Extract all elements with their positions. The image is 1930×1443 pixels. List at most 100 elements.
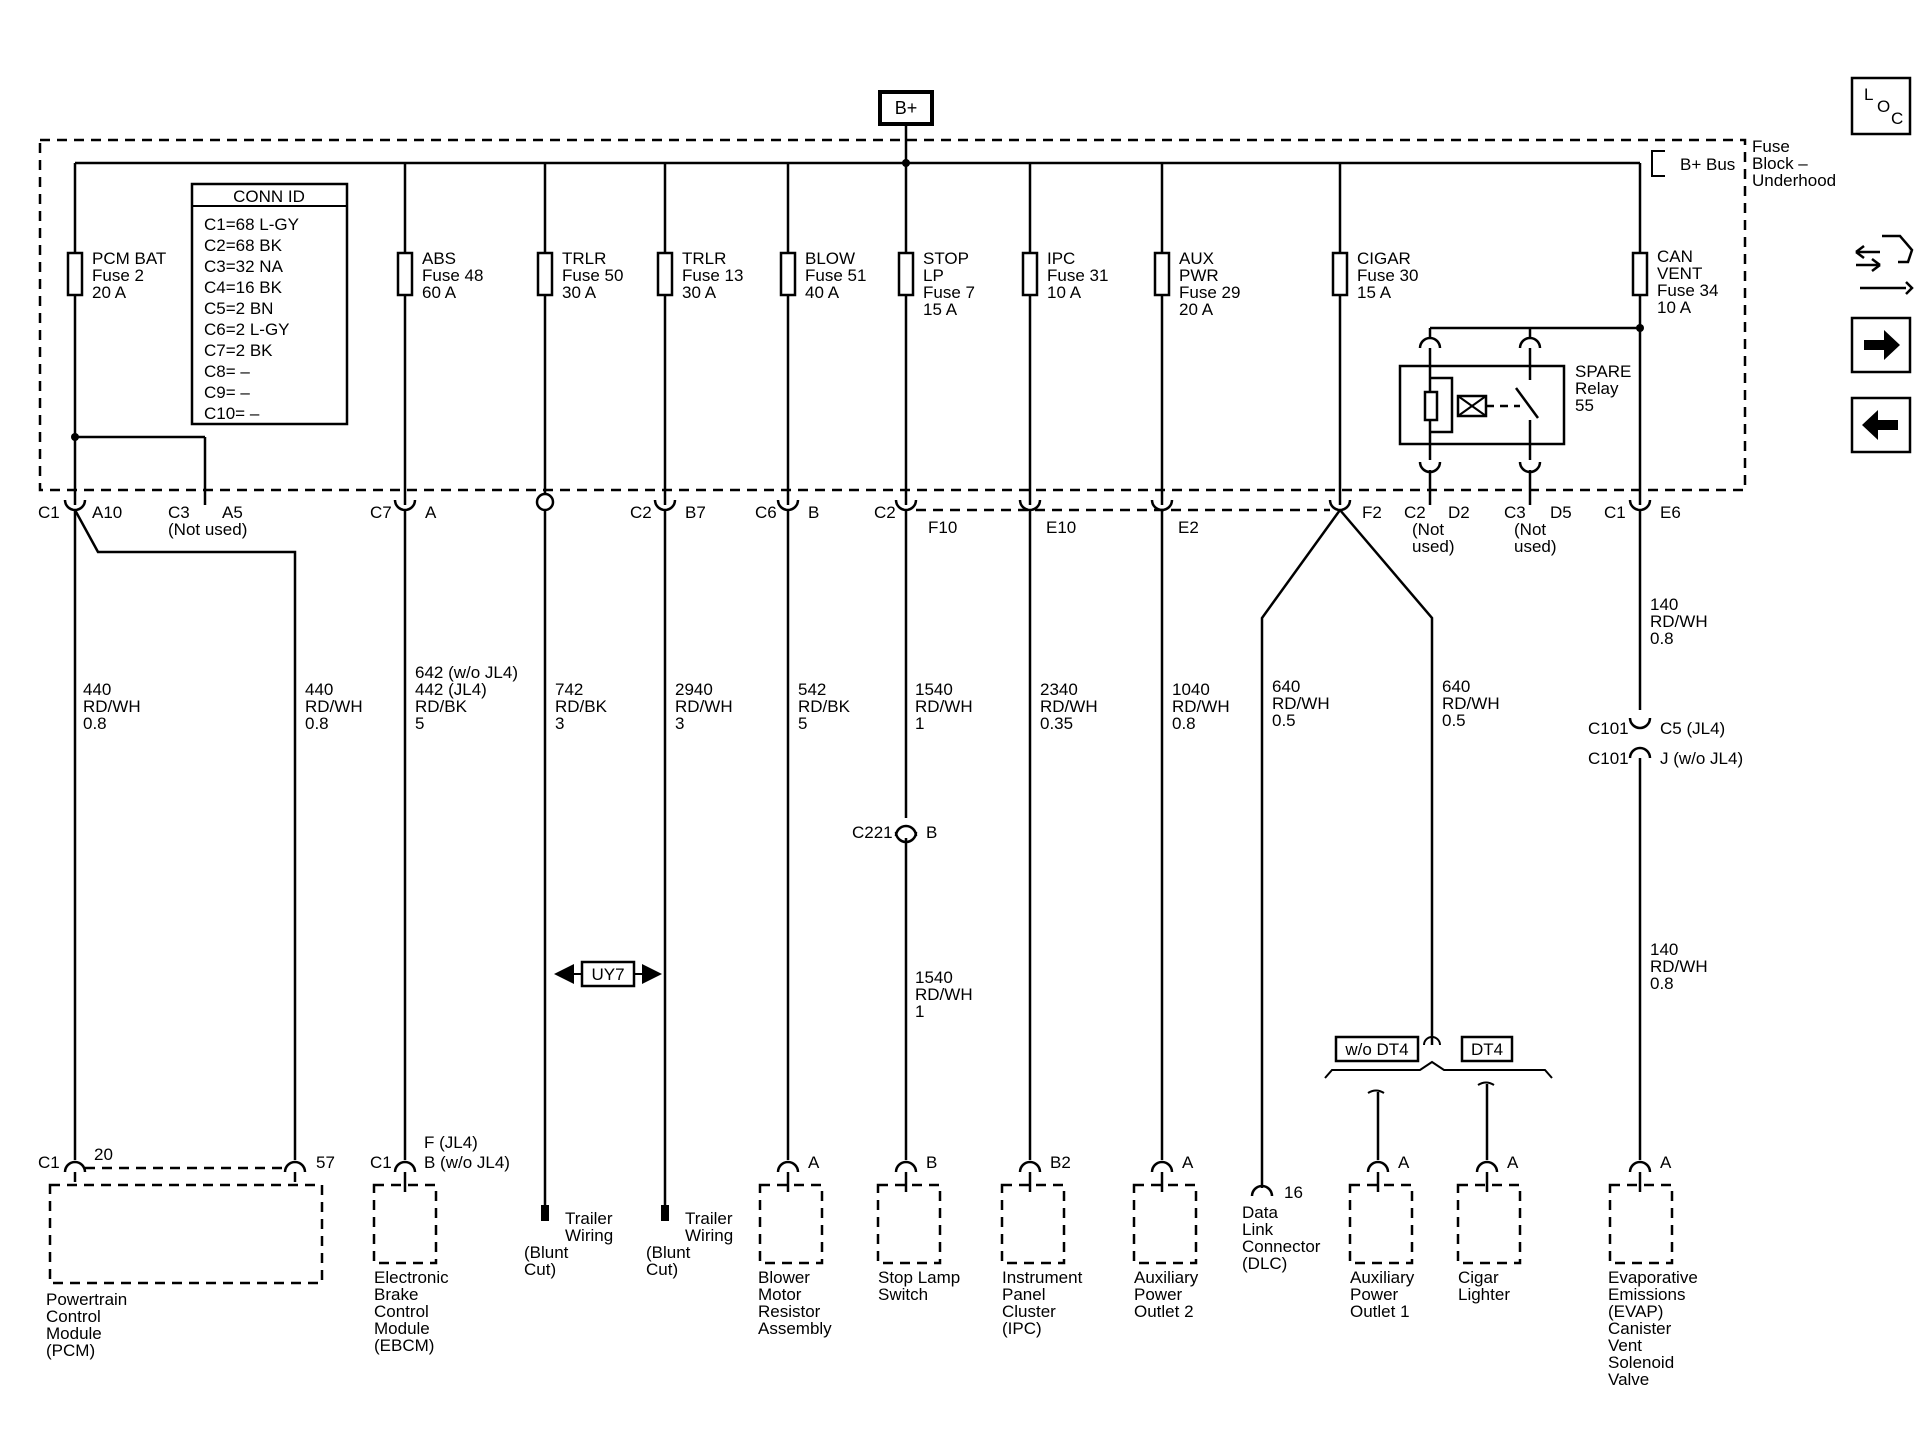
svg-text:F10: F10 — [928, 518, 957, 537]
svg-text:E10: E10 — [1046, 518, 1076, 537]
bplus-source: B+ — [878, 90, 934, 126]
connector-labels: C1 A10 C3 A5 (Not used) C7 A C2 B7 C6 B … — [38, 503, 1681, 556]
ebcm-module — [372, 1183, 438, 1265]
svg-text:A: A — [1182, 1153, 1194, 1172]
svg-text:C1: C1 — [370, 1153, 392, 1172]
svg-text:C1: C1 — [38, 503, 60, 522]
svg-text:E6: E6 — [1660, 503, 1681, 522]
svg-text:w/o DT4: w/o DT4 — [1344, 1040, 1408, 1059]
svg-text:16: 16 — [1284, 1183, 1303, 1202]
bus-bracket — [1651, 150, 1665, 177]
evap-valve — [1608, 1183, 1674, 1265]
dt4-options: w/o DT4 DT4 — [1324, 1035, 1553, 1160]
svg-text:B: B — [926, 1153, 937, 1172]
conn-id-table: CONN ID C1=68 L-GY C2=68 BK C3=32 NA C4=… — [190, 182, 349, 426]
previous-page-button[interactable] — [1850, 396, 1912, 454]
fuse-circuits — [66, 163, 1649, 505]
svg-text:C1: C1 — [38, 1153, 60, 1172]
svg-text:A: A — [1398, 1153, 1410, 1172]
svg-text:A: A — [425, 503, 437, 522]
svg-text:C6: C6 — [755, 503, 777, 522]
svg-text:DT4: DT4 — [1471, 1040, 1503, 1059]
aux-outlet-1 — [1348, 1183, 1414, 1265]
svg-text:L: L — [1864, 85, 1873, 104]
svg-text:C1: C1 — [1604, 503, 1626, 522]
svg-text:A: A — [808, 1153, 820, 1172]
arrow-left-icon — [1862, 410, 1898, 440]
conn-id-rows: C1=68 L-GY C2=68 BK C3=32 NA C4=16 BK C5… — [204, 215, 303, 423]
inline-connectors: C221 B C101 C5 (JL4) C101 J (w/o JL4) — [852, 719, 1743, 842]
svg-text:A: A — [1507, 1153, 1519, 1172]
fuse-ipc — [1021, 251, 1039, 297]
fuse-cigar — [1331, 251, 1349, 297]
svg-text:C: C — [1891, 109, 1903, 128]
fuse-block-connectors — [63, 492, 1652, 512]
fuse-aux-pwr — [1153, 251, 1171, 297]
svg-text:F2: F2 — [1362, 503, 1382, 522]
svg-text:B (w/o JL4): B (w/o JL4) — [424, 1153, 510, 1172]
fuse-trlr-50 — [536, 251, 554, 297]
svg-text:(Not used): (Not used) — [168, 520, 247, 539]
loc-button[interactable]: L O C — [1850, 76, 1912, 136]
aux-outlet-2 — [1132, 1183, 1198, 1265]
next-page-button[interactable] — [1850, 316, 1912, 374]
svg-text:B: B — [808, 503, 819, 522]
svg-text:B2: B2 — [1050, 1153, 1071, 1172]
svg-text:C7: C7 — [370, 503, 392, 522]
svg-text:B7: B7 — [685, 503, 706, 522]
pcm-module — [48, 1183, 324, 1285]
conn-id-title: CONN ID — [233, 187, 305, 206]
svg-text:O: O — [1877, 97, 1890, 116]
svg-text:C101: C101 — [1588, 719, 1629, 738]
svg-text:J (w/o JL4): J (w/o JL4) — [1660, 749, 1743, 768]
stop-lamp-switch — [876, 1183, 942, 1265]
svg-text:57: 57 — [316, 1153, 335, 1172]
svg-text:D2: D2 — [1448, 503, 1470, 522]
connector-service-icon[interactable] — [1855, 234, 1914, 295]
fuse-stop-lp — [897, 251, 915, 297]
svg-text:A: A — [1660, 1153, 1672, 1172]
svg-text:C2: C2 — [1404, 503, 1426, 522]
cigar-lighter — [1456, 1183, 1522, 1265]
svg-text:C5 (JL4): C5 (JL4) — [1660, 719, 1725, 738]
bus-label: B+ Bus — [1680, 155, 1735, 174]
svg-text:C3: C3 — [168, 503, 190, 522]
svg-text:D5: D5 — [1550, 503, 1572, 522]
